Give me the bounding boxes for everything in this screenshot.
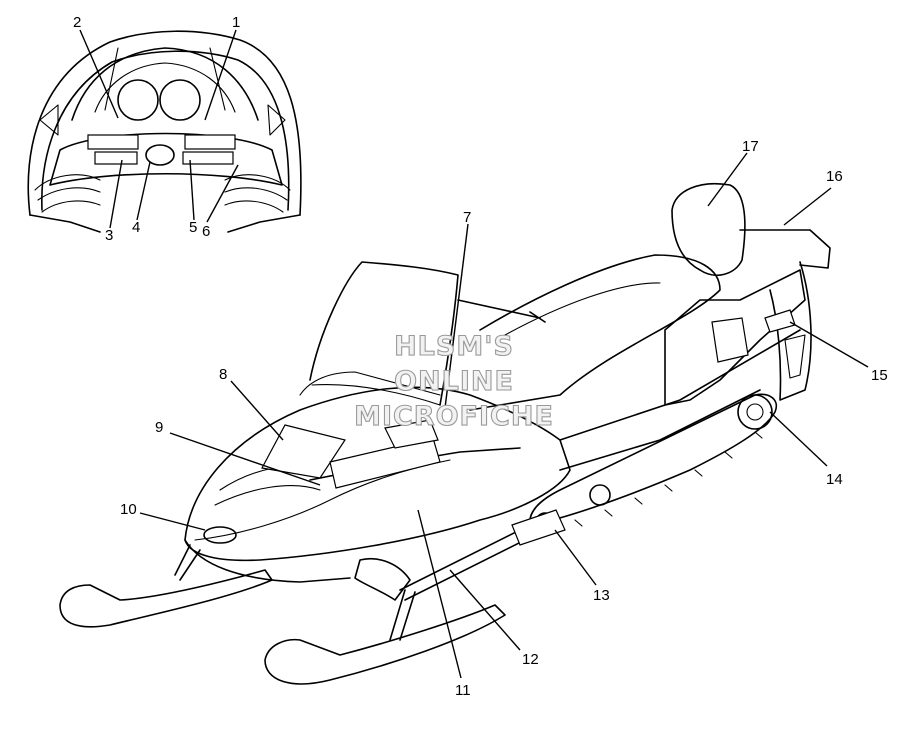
callout-3: 3 <box>105 227 113 244</box>
callout-labels: 2 1 3 4 5 6 7 8 9 10 11 12 13 14 15 16 1… <box>73 14 888 699</box>
console-decal <box>384 419 439 449</box>
right-ski <box>264 604 506 685</box>
rear-idler-wheel <box>737 394 773 430</box>
dash-decal-right <box>184 134 236 150</box>
watermark-line-1: HLSM'S <box>394 331 514 362</box>
headlight <box>203 526 237 544</box>
side-panel-decal <box>711 317 749 363</box>
callout-17: 17 <box>742 138 759 155</box>
callout-9: 9 <box>155 419 163 436</box>
callout-11: 11 <box>455 682 471 699</box>
seat <box>469 254 721 411</box>
snowmobile-drawing <box>59 152 869 685</box>
backrest <box>671 183 746 276</box>
side-stripe-decal <box>329 437 441 489</box>
dash-switch-decal-right <box>182 151 234 165</box>
callout-4: 4 <box>132 219 140 236</box>
dash-switch-decal-left <box>94 151 138 165</box>
callout-1: 1 <box>232 14 240 31</box>
windshield <box>309 261 459 406</box>
watermark-line-3: MICROFICHE <box>354 401 554 432</box>
callout-16: 16 <box>826 168 843 185</box>
rear-decal <box>764 309 796 333</box>
watermark: HLSM'S ONLINE MICROFICHE <box>354 330 554 432</box>
dashboard-inset <box>27 29 302 233</box>
watermark-line-2: ONLINE <box>394 366 514 397</box>
callout-10: 10 <box>120 501 137 518</box>
dash-decal-left <box>87 134 139 150</box>
callout-8: 8 <box>219 366 227 383</box>
callout-5: 5 <box>189 219 197 236</box>
callout-12: 12 <box>522 651 539 668</box>
hood <box>184 386 571 562</box>
callout-14: 14 <box>826 471 843 488</box>
callout-2: 2 <box>73 14 81 31</box>
callout-15: 15 <box>871 367 888 384</box>
callout-7: 7 <box>463 209 471 226</box>
hood-decal <box>261 424 346 479</box>
left-ski <box>59 569 273 628</box>
running-board-decal <box>511 509 566 546</box>
callout-6: 6 <box>202 223 210 240</box>
callout-13: 13 <box>593 587 610 604</box>
